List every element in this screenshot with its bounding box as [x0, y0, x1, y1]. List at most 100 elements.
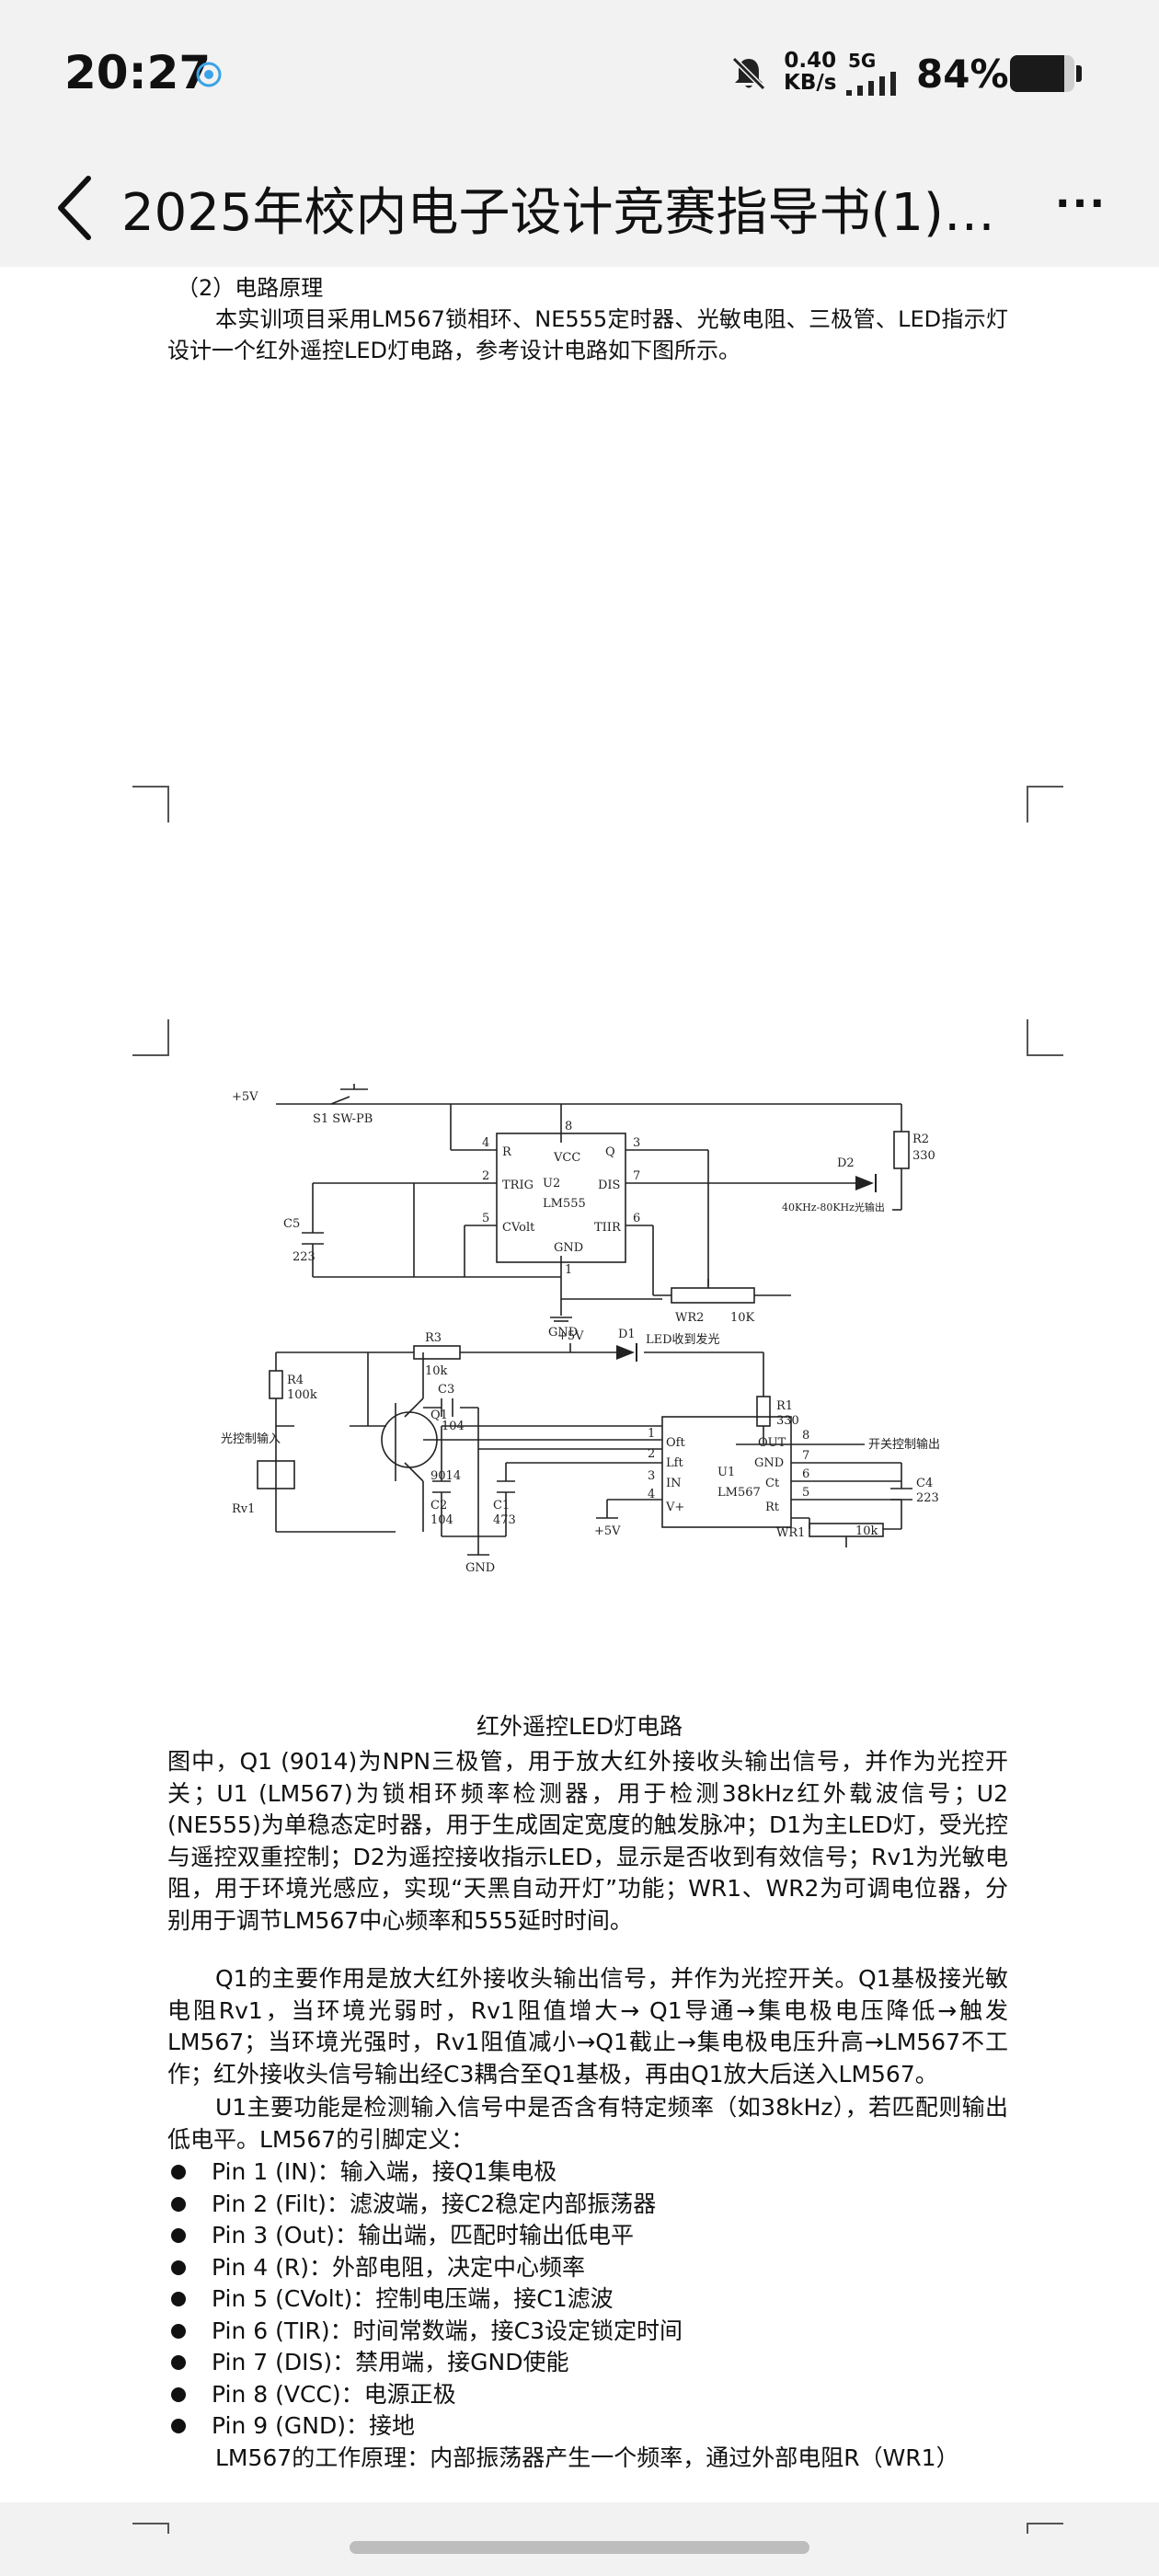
sch-switch: S1 SW-PB: [313, 1112, 373, 1126]
bullet-icon: [171, 2165, 186, 2179]
sch-u1-pin-in: IN: [666, 1477, 682, 1490]
sch-r3-val: 10k: [425, 1364, 448, 1378]
sch-u2-pn-3: 3: [633, 1136, 640, 1150]
document-page[interactable]: （2）电路原理 本实训项目采用LM567锁相环、NE555定时器、光敏电阻、三极…: [0, 267, 1159, 2534]
sch-c3-ref: C3: [438, 1383, 454, 1397]
list-item: Pin 1 (IN)：输入端，接Q1集电极: [167, 2156, 1008, 2189]
sch-c2-val: 104: [430, 1513, 453, 1527]
network-speed: 0.40 KB/s: [784, 49, 837, 95]
sch-u2-pin-dis: DIS: [598, 1179, 620, 1192]
principle-paragraph: LM567的工作原理：内部振荡器产生一个频率，通过外部电阻R（WR1）: [215, 2444, 959, 2471]
sch-u2-pn-7: 7: [633, 1169, 640, 1183]
sch-r1-val: 330: [776, 1414, 799, 1428]
status-bar: 20:27 0.40 KB/s 5G 84%: [0, 0, 1159, 138]
sch-u2-ref: U2: [543, 1177, 560, 1190]
sch-wr2-ref: WR2: [675, 1311, 704, 1325]
sch-u1-pn-7: 7: [802, 1449, 809, 1463]
crop-mark: [1027, 786, 1063, 822]
u1-paragraph: U1主要功能是检测输入信号中是否含有特定频率（如38kHz），若匹配则输出低电平…: [167, 2094, 1008, 2153]
sch-u1-pn-5: 5: [802, 1486, 809, 1500]
sch-u1-pin-rt: Rt: [765, 1501, 780, 1514]
sch-q1-part: 9014: [430, 1469, 461, 1483]
sch-bot-vcc2: +5V: [594, 1524, 621, 1538]
sch-c1-ref: C1: [493, 1499, 510, 1512]
sch-u2-pin-r: R: [502, 1145, 512, 1159]
list-item: Pin 9 (GND)：接地: [167, 2410, 1008, 2443]
mute-bell-icon: [731, 56, 766, 91]
sch-u2-pin-tiir: TIIR: [594, 1221, 622, 1235]
sch-d1-note: LED收到发光: [646, 1332, 720, 1347]
circuit-schematic: +5V S1 SW-PB U2 LM555 R TRIG CVolt VCC G…: [221, 1084, 940, 1575]
crop-mark: [132, 1019, 169, 1056]
sch-d2-note: 40KHz-80KHz光输出: [782, 1201, 885, 1213]
sch-u2-pn-2: 2: [482, 1169, 489, 1183]
sch-u1-pn-3: 3: [648, 1469, 655, 1483]
crop-mark: [132, 2523, 169, 2534]
sch-u2-pin-gnd: GND: [554, 1241, 583, 1255]
bullet-icon: [171, 2386, 186, 2402]
bullet-icon: [171, 2292, 186, 2306]
section-heading: （2）电路原理: [177, 275, 324, 301]
battery-tip: [1076, 65, 1082, 82]
figure-caption: 红外遥控LED灯电路: [476, 1713, 683, 1740]
more-options-button[interactable]: ···: [1054, 180, 1107, 227]
list-item: Pin 2 (Filt)：滤波端，接C2稳定内部振荡器: [167, 2189, 1008, 2221]
sch-bot-vcc: +5V: [557, 1329, 584, 1343]
sch-bot-gnd: GND: [465, 1561, 495, 1575]
crop-mark: [1027, 2523, 1063, 2534]
sch-r4-ref: R4: [287, 1374, 304, 1387]
sch-c3-val: 104: [442, 1420, 465, 1433]
bullet-icon: [171, 2228, 186, 2243]
home-indicator[interactable]: [350, 2541, 809, 2554]
sch-switch-out: 开关控制输出: [868, 1437, 940, 1452]
sch-u1-pn-1: 1: [648, 1427, 655, 1441]
list-item: Pin 8 (VCC)：电源正极: [167, 2379, 1008, 2411]
bullet-icon: [171, 2355, 186, 2370]
sch-u2-pn-4: 4: [482, 1136, 489, 1150]
intro-paragraph: 本实训项目采用LM567锁相环、NE555定时器、光敏电阻、三极管、LED指示灯…: [167, 306, 1008, 363]
crop-mark: [132, 786, 169, 822]
sch-u1-pin-ct: Ct: [765, 1477, 780, 1490]
sch-u1-pn-8: 8: [802, 1429, 809, 1443]
sch-d1-ref: D1: [618, 1328, 636, 1341]
components-paragraph: 图中，Q1 (9014)为NPN三极管，用于放大红外接收头输出信号，并作为光控开…: [167, 1748, 1008, 1934]
sch-c4-ref: C4: [916, 1477, 933, 1490]
document-title: 2025年校内电子设计竞赛指导书(1)…: [121, 183, 995, 243]
sch-u1-pin-v: V+: [665, 1501, 684, 1514]
sch-r1-ref: R1: [776, 1399, 793, 1413]
sch-light-input: 光控制输入: [221, 1432, 281, 1446]
sch-wr2-val: 10K: [730, 1311, 755, 1325]
sch-c1-val: 473: [493, 1513, 516, 1527]
bullet-icon: [171, 2260, 186, 2275]
sch-r2-val: 330: [912, 1149, 935, 1163]
pin-list: Pin 1 (IN)：输入端，接Q1集电极 Pin 2 (Filt)：滤波端，接…: [167, 2156, 1008, 2443]
sch-u1-pin-oft: Oft: [666, 1436, 685, 1450]
bullet-icon: [171, 2419, 186, 2433]
back-button[interactable]: [50, 173, 105, 243]
sch-u1-pin-out: OUT: [758, 1436, 786, 1450]
battery-icon: [1010, 55, 1074, 92]
sch-top-gnd: GND: [548, 1326, 578, 1340]
sch-c5-val: 223: [293, 1250, 316, 1264]
list-item: Pin 5 (CVolt)：控制电压端，接C1滤波: [167, 2283, 1008, 2316]
sch-u1-pn-2: 2: [648, 1447, 655, 1461]
sch-u1-part: LM567: [717, 1486, 761, 1500]
battery-percent: 84%: [916, 52, 1009, 97]
sch-u1-pin-lft: Lft: [666, 1456, 683, 1470]
sch-u2-pin-cvolt: CVolt: [502, 1221, 535, 1235]
network-type: 5G: [848, 50, 877, 72]
q1-paragraph: Q1的主要作用是放大红外接收头输出信号，并作为光控开关。Q1基极接光敏电阻Rv1…: [167, 1965, 1008, 2087]
list-item: Pin 6 (TIR)：时间常数端，接C3设定锁定时间: [167, 2316, 1008, 2348]
sch-u2-pin-q: Q: [605, 1145, 615, 1159]
sch-u1-pin-gnd: GND: [754, 1456, 784, 1470]
sch-c2-ref: C2: [430, 1499, 447, 1512]
sch-u2-pin-vcc: VCC: [553, 1151, 580, 1165]
sch-d2-ref: D2: [837, 1156, 855, 1170]
list-item: Pin 4 (R)：外部电阻，决定中心频率: [167, 2252, 1008, 2284]
crop-mark: [1027, 1019, 1063, 1056]
sch-u2-pin-trig: TRIG: [502, 1179, 534, 1192]
sch-r4-val: 100k: [287, 1388, 317, 1402]
sch-u2-pn-6: 6: [633, 1212, 640, 1225]
sch-u2-pn-1: 1: [565, 1263, 572, 1277]
location-icon: [196, 62, 222, 87]
